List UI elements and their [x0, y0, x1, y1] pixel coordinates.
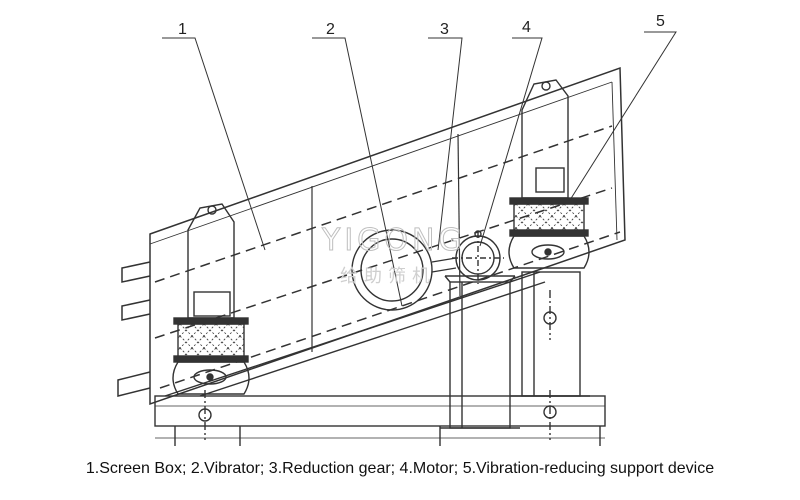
- part-label-2: 2: [326, 21, 335, 38]
- base-frame: [154, 390, 606, 446]
- right-support-device: [508, 79, 590, 269]
- vibrator: [351, 229, 433, 311]
- part-label-4: 4: [522, 19, 531, 36]
- motor: [452, 230, 504, 284]
- motor-pedestal: [440, 275, 520, 429]
- part-label-5: 5: [656, 13, 665, 30]
- right-support-pillar: [510, 271, 590, 397]
- brand-watermark: YIGONG 给助筛机: [321, 223, 466, 288]
- part-label-1: 1: [178, 21, 187, 38]
- figure-caption: 1.Screen Box; 2.Vibrator; 3.Reduction ge…: [85, 460, 715, 477]
- svg-text:YIGONG: YIGONG: [321, 223, 466, 258]
- part-label-3: 3: [440, 21, 449, 38]
- left-support-device: [172, 203, 250, 395]
- leader-lines: [162, 31, 677, 307]
- svg-text:给助筛机: 给助筛机: [340, 266, 436, 287]
